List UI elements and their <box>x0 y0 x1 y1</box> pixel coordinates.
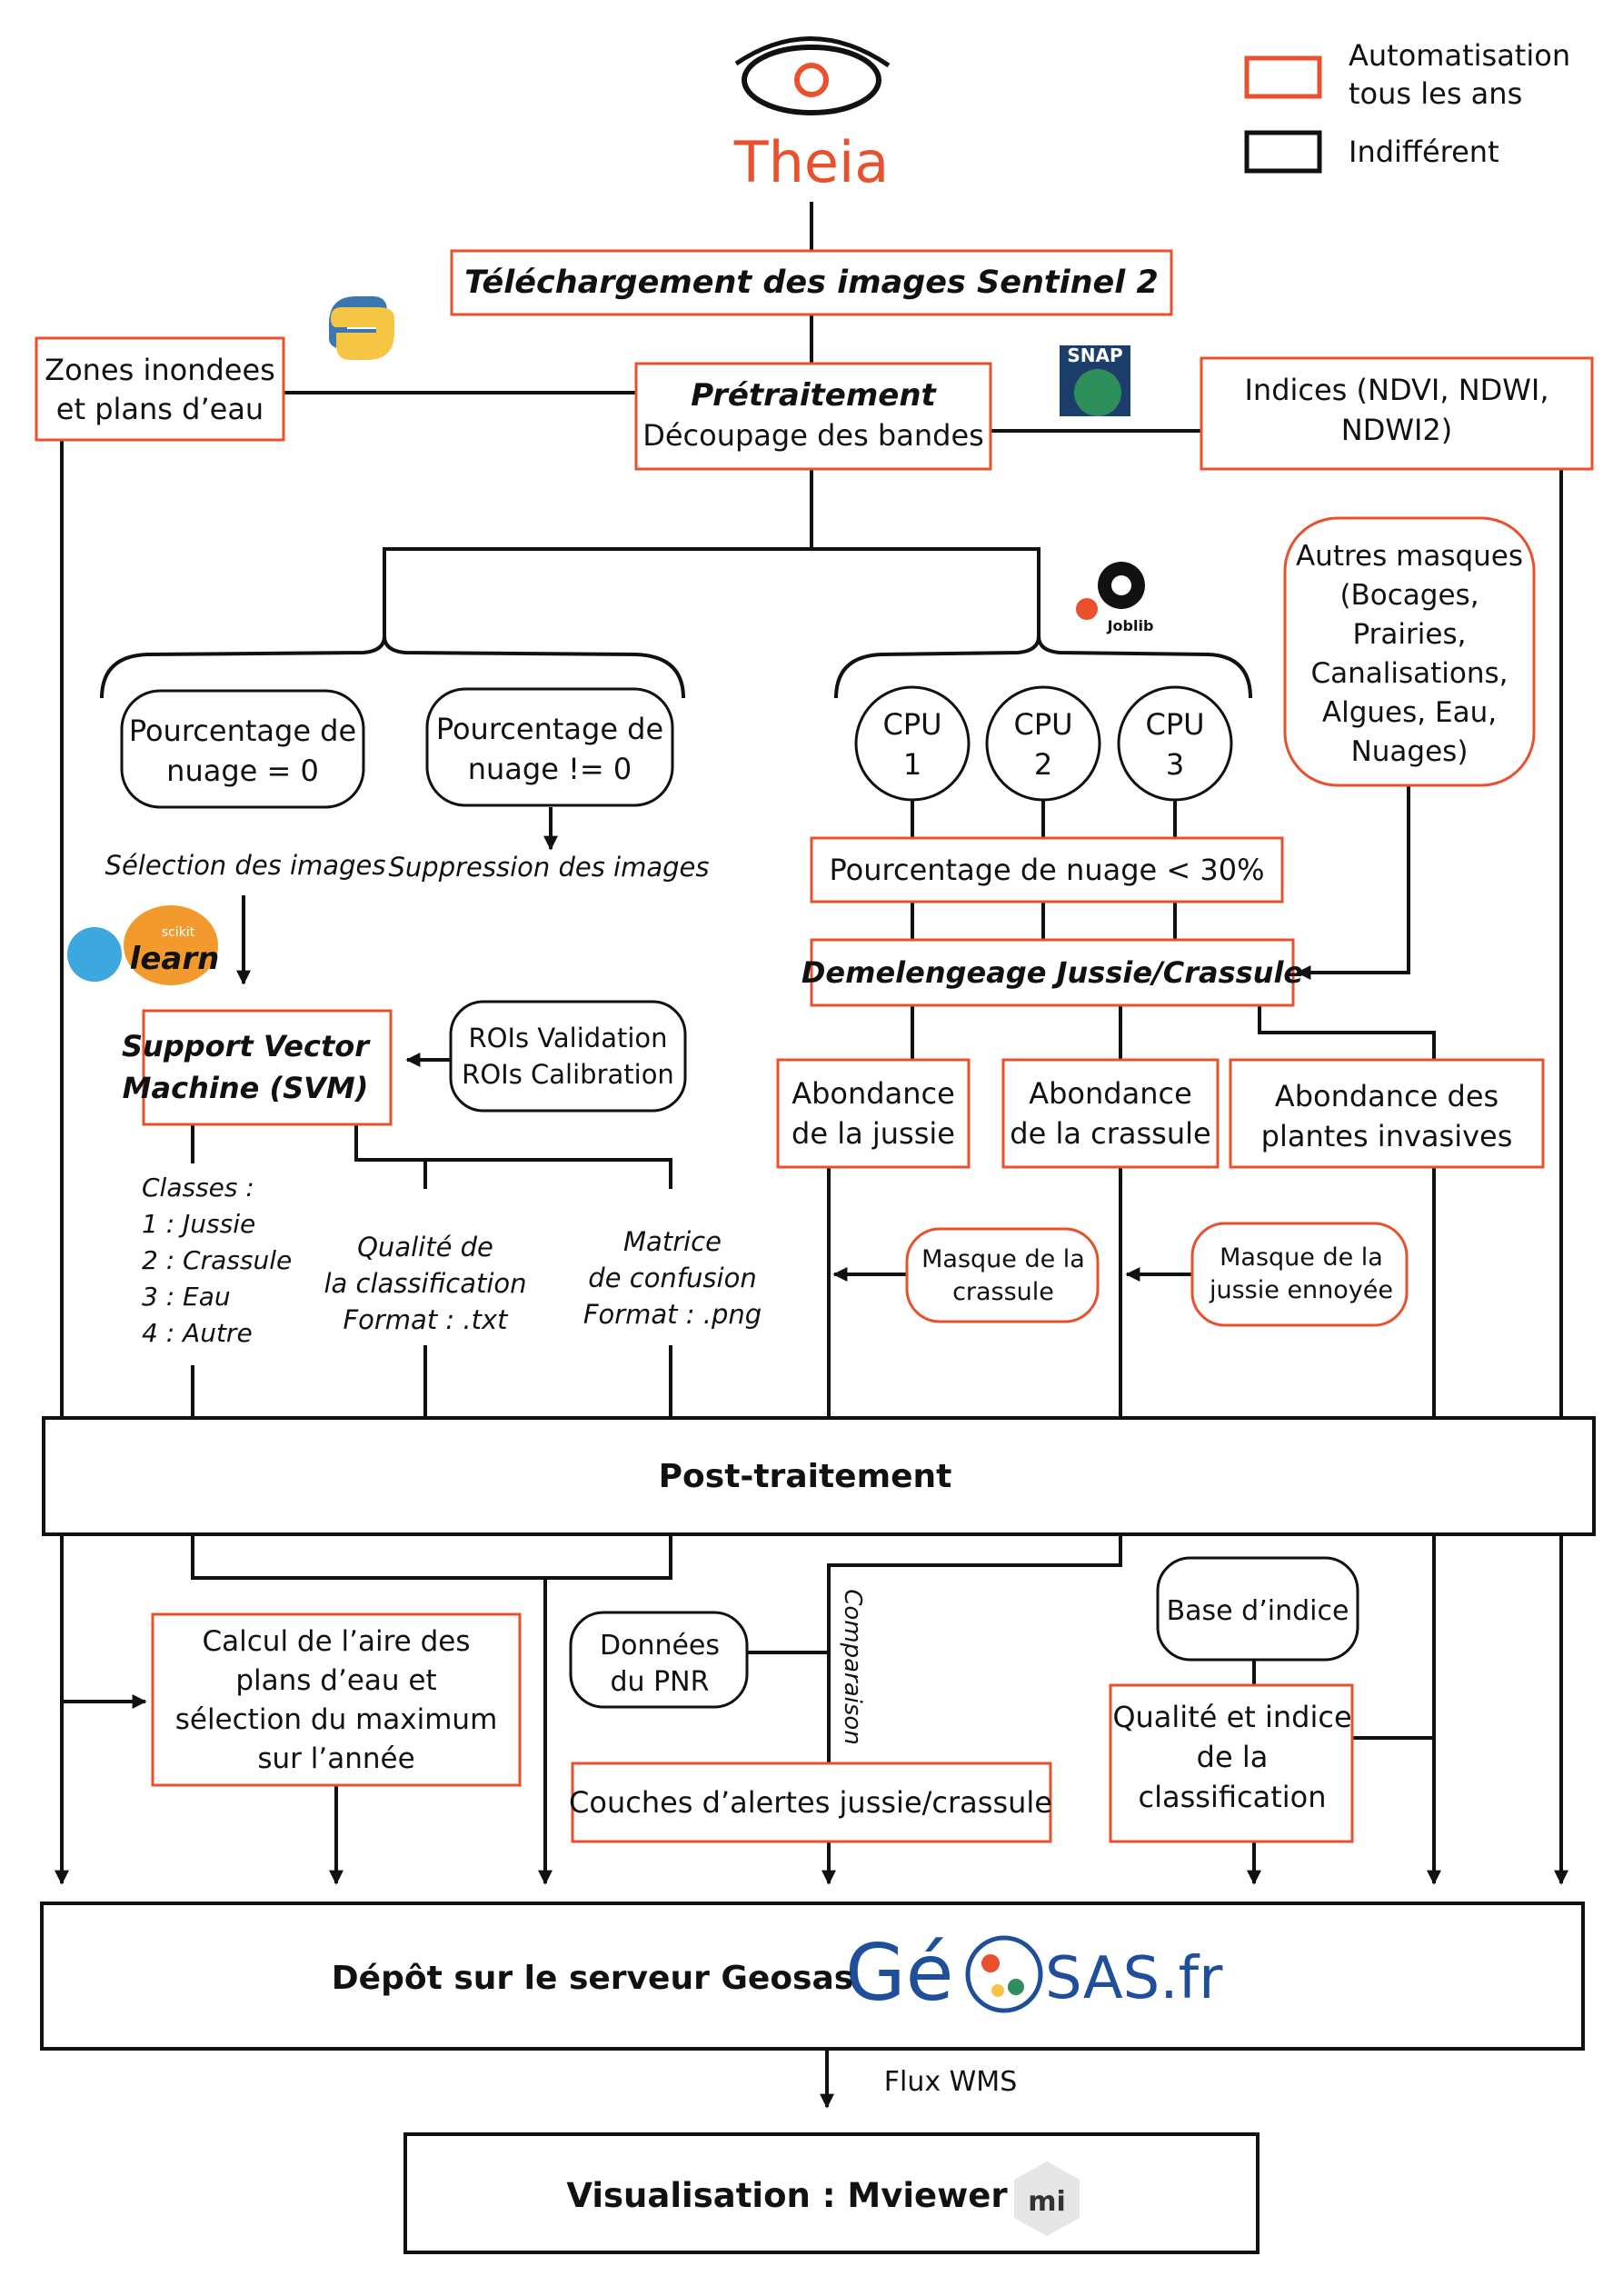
geosas-logo: Gé SAS.fr <box>845 1928 1223 2019</box>
flux-label: Flux WMS <box>884 2066 1017 2098</box>
geosas-suffix: SAS.fr <box>1045 1945 1223 2012</box>
pretraitement-box <box>634 362 992 471</box>
geosas-ge: Gé <box>845 1928 954 2019</box>
indices-box <box>1200 356 1594 471</box>
snap-label: SNAP <box>1067 344 1122 366</box>
pretraitement-title: Prétraitement <box>691 377 937 414</box>
connectors <box>55 202 1568 2109</box>
suppression-label: Suppression des images <box>389 852 710 883</box>
ab-crassule-box <box>1001 1058 1220 1169</box>
visu-box <box>403 2132 1260 2254</box>
cpu3-node <box>1117 685 1233 802</box>
ab-invasives-box <box>1229 1058 1545 1169</box>
calcul-box <box>151 1612 522 1787</box>
cloud30-label: Pourcentage de nuage < 30% <box>830 853 1265 887</box>
joblib-icon: Joblib <box>1076 562 1153 634</box>
alertes-box <box>571 1762 1052 1843</box>
demel-label: Demelengeage Jussie/Crassule <box>802 955 1303 990</box>
legend-indifferent-label: Indifférent <box>1349 135 1499 169</box>
zones-box <box>35 336 285 442</box>
autres-box <box>1283 516 1536 787</box>
rois-box <box>449 1000 687 1113</box>
cpu1-node <box>854 685 971 802</box>
cpu2-node <box>985 685 1101 802</box>
sklearn-icon: scikit learn <box>67 905 219 985</box>
visu-label: Visualisation : Mviewer <box>566 2176 1008 2215</box>
cloudnot0-box <box>425 687 674 807</box>
base-indice-label: Base d’indice <box>1167 1595 1349 1627</box>
joblib-label: Joblib <box>1107 617 1154 634</box>
sklearn-small-text: scikit <box>162 925 195 940</box>
autres-label: Autres masques(Bocages,Prairies,Canalisa… <box>1296 540 1523 768</box>
pnr-box <box>569 1611 749 1709</box>
ab-jussie-box <box>776 1058 971 1169</box>
indices-label: Indices (NDVI, NDWI,NDWI2) <box>1244 373 1548 447</box>
cloud0-box <box>120 689 365 809</box>
post-box <box>42 1416 1596 1536</box>
theia-wordmark: Theia <box>733 129 890 195</box>
selection-label: Sélection des images <box>105 850 386 881</box>
mviewer-glyph: mi <box>1028 2186 1066 2218</box>
cloud30-box <box>810 836 1284 903</box>
python-icon <box>329 296 394 360</box>
post-label: Post-traitement <box>659 1458 952 1495</box>
base-indice-box <box>1156 1556 1359 1662</box>
svm-box <box>142 1009 393 1126</box>
pretraitement-sub: Découpage des bandes <box>642 418 984 453</box>
demel-box <box>810 938 1295 1007</box>
legend-automated-swatch <box>1244 55 1322 99</box>
legend-indifferent-swatch <box>1244 130 1322 174</box>
qualite-box <box>1109 1683 1354 1843</box>
snap-icon: SNAP <box>1060 344 1130 416</box>
theia-logo: Theia <box>733 36 891 195</box>
comparaison-label: Comparaison <box>839 1589 866 1745</box>
alertes-label: Couches d’alertes jussie/crassule <box>569 1785 1052 1820</box>
depot-label: Dépôt sur le serveur Geosas <box>332 1960 853 1997</box>
masque-jussie-box <box>1190 1222 1409 1327</box>
boxes <box>35 55 1596 2254</box>
download-box <box>450 249 1173 316</box>
mviewer-icon: mi <box>1014 2161 1080 2236</box>
depot-box <box>40 1902 1585 2051</box>
download-label: Téléchargement des images Sentinel 2 <box>464 265 1159 301</box>
sklearn-big-text: learn <box>130 941 220 977</box>
masque-crassule-box <box>905 1227 1100 1323</box>
